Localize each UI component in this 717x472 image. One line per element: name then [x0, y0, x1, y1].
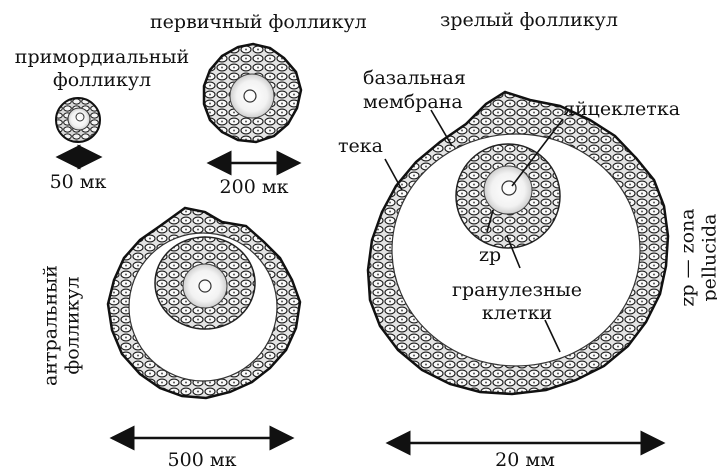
primordial-label-line2: фолликул: [52, 70, 152, 91]
primary-scale-label: 200 мк: [214, 177, 294, 198]
theca-label: тека: [338, 136, 383, 157]
primordial-label-line1: примордиальный: [2, 47, 202, 68]
zp-label: zp: [479, 245, 501, 266]
antral-label-line1: антральный: [41, 261, 62, 391]
theca-leader: [385, 159, 402, 190]
granulosa-label-line1: гранулезные: [432, 280, 602, 301]
zp-note-line1: zp — zona: [678, 203, 699, 313]
antral-follicle: [108, 208, 300, 398]
granulosa-label-line2: клетки: [432, 303, 602, 324]
basal-membrane-label-line2: мембрана: [363, 92, 463, 113]
oocyte-label: яйцеклетка: [563, 99, 680, 120]
mature-scale-label: 20 мм: [475, 450, 575, 471]
primary-follicle-label: первичный фолликул: [150, 12, 367, 33]
mature-follicle: [368, 92, 668, 394]
basal-membrane-label-line1: базальная: [363, 68, 466, 89]
primordial-scale-label: 50 мк: [38, 172, 118, 193]
antral-scale-label: 500 мк: [152, 450, 252, 471]
mature-follicle-label: зрелый фолликул: [440, 10, 618, 31]
primordial-follicle: [56, 98, 100, 142]
zp-note-line2: pellucida: [700, 203, 717, 313]
antral-label-line2: фолликул: [63, 261, 84, 391]
primary-follicle: [204, 44, 301, 142]
